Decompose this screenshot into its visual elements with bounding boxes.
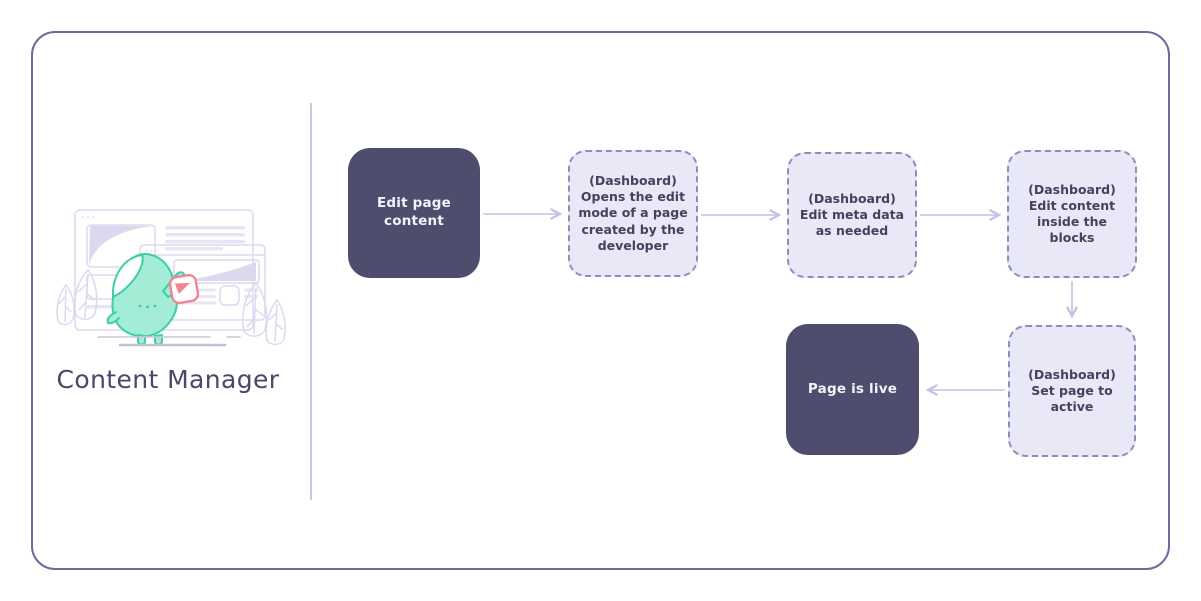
flow-node-page-is-live: Page is live — [786, 324, 919, 455]
section-divider — [310, 103, 312, 500]
caption-content-manager: Content Manager — [56, 365, 280, 394]
ground-lines — [97, 336, 241, 347]
mascot — [106, 252, 186, 346]
plant-right — [242, 281, 286, 346]
mascot-tail — [106, 311, 120, 325]
held-card-icon — [168, 273, 200, 305]
content-manager-illustration — [56, 209, 286, 347]
mascot-horn — [111, 254, 144, 298]
flow-node-edit-meta-data: (Dashboard) Edit meta data as needed — [787, 152, 917, 278]
flow-node-edit-content-blocks: (Dashboard) Edit content inside the bloc… — [1007, 150, 1137, 278]
plant-left — [56, 268, 98, 326]
flow-node-set-page-active: (Dashboard) Set page to active — [1008, 325, 1136, 457]
mascot-face-dots — [138, 304, 157, 309]
outer-frame — [31, 31, 1170, 570]
flow-node-open-edit-mode: (Dashboard) Opens the edit mode of a pag… — [568, 150, 698, 277]
flow-node-edit-page-content: Edit page content — [348, 148, 480, 278]
